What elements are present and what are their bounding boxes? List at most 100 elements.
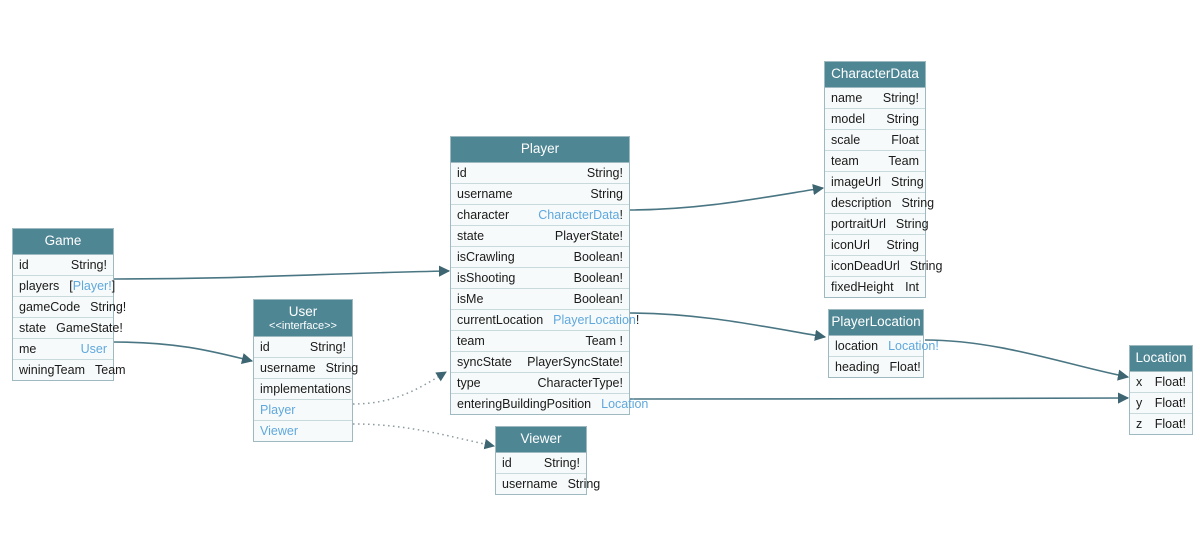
field-type: PlayerLocation! [543, 313, 639, 327]
table-row: username String [254, 357, 358, 379]
field-type-link[interactable]: Location [601, 396, 649, 411]
field-name: name [831, 90, 863, 105]
entity-location[interactable]: Location x Float! y Float! z Float! [1129, 345, 1193, 435]
edge-game-me-to-user [113, 341, 254, 365]
field-type: String! [309, 339, 346, 354]
field-type: Float [891, 132, 919, 147]
field-name: scale [831, 132, 861, 147]
table-row: state PlayerState! [451, 225, 629, 247]
field-name: x [1136, 374, 1143, 389]
edge-user-implements-player [352, 371, 447, 405]
field-type: CharacterData! [528, 208, 623, 222]
implementation-name[interactable]: Player [260, 402, 296, 417]
field-name: team [831, 153, 859, 168]
field-type: Boolean! [573, 249, 623, 264]
implementation-name[interactable]: Viewer [260, 423, 298, 438]
field-type: Int [905, 279, 919, 294]
field-type-link[interactable]: User [80, 341, 107, 356]
table-row: name String! [825, 87, 925, 109]
entity-player[interactable]: Player id String! username String charac… [450, 136, 648, 415]
field-type: Team [95, 362, 126, 377]
field-type: [Player!] [59, 279, 115, 293]
table-row: isShooting Boolean! [451, 267, 629, 289]
field-type: String [895, 216, 929, 231]
field-type-link[interactable]: Player! [72, 278, 112, 293]
table-row: heading Float! [829, 356, 923, 377]
field-name: winingTeam [19, 362, 86, 377]
implementations-header: implementations [254, 378, 352, 400]
field-type: PlayerState! [554, 228, 623, 243]
table-row: me User [13, 338, 113, 360]
field-type: String [886, 237, 919, 252]
entity-viewer[interactable]: Viewer id String! username String [495, 426, 600, 495]
field-name: location [835, 338, 879, 353]
entity-user[interactable]: User <<interface>> id String! username S… [253, 299, 358, 442]
field-name: y [1136, 395, 1143, 410]
table-row: gameCode String! [13, 296, 126, 318]
table-row: x Float! [1130, 371, 1192, 393]
entity-characterdata[interactable]: CharacterData name String! model String … [824, 61, 942, 298]
table-row: y Float! [1130, 392, 1192, 414]
field-type: Team ! [585, 333, 623, 348]
implementation-item-viewer[interactable]: Viewer [254, 420, 352, 441]
entity-game[interactable]: Game id String! players [Player!] gameCo… [12, 228, 126, 381]
table-row: isCrawling Boolean! [451, 246, 629, 268]
field-name: id [260, 339, 270, 354]
field-type: Float! [889, 359, 921, 374]
field-name: portraitUrl [831, 216, 886, 231]
field-type: String [909, 258, 943, 273]
field-type: String! [586, 165, 623, 180]
field-type: Boolean! [573, 270, 623, 285]
field-type: GameState! [56, 320, 123, 335]
field-name: currentLocation [457, 312, 544, 327]
field-type: Float! [1154, 416, 1186, 431]
field-name: me [19, 341, 37, 356]
table-row: imageUrl String [825, 171, 925, 193]
field-name: syncState [457, 354, 512, 369]
entity-playerlocation-title: PlayerLocation [829, 310, 923, 336]
table-row: iconDeadUrl String [825, 255, 942, 277]
bracket-open: [ [69, 278, 73, 293]
field-name: state [457, 228, 485, 243]
table-row: portraitUrl String [825, 213, 929, 235]
table-row: fixedHeight Int [825, 276, 925, 297]
table-row: username String [496, 473, 600, 494]
field-type-link[interactable]: PlayerLocation [553, 312, 636, 327]
field-name: id [457, 165, 467, 180]
field-type: PlayerSyncState! [527, 354, 623, 369]
table-row: players [Player!] [13, 275, 115, 297]
entity-user-name: User [288, 304, 318, 319]
entity-playerlocation[interactable]: PlayerLocation location Location! headin… [828, 309, 939, 378]
table-row: character CharacterData! [451, 204, 629, 226]
table-row: currentLocation PlayerLocation! [451, 309, 639, 331]
field-name: z [1136, 416, 1143, 431]
table-row: team Team ! [451, 330, 629, 352]
field-type-link[interactable]: CharacterData [538, 207, 620, 222]
field-name: isCrawling [457, 249, 515, 264]
field-name: id [19, 257, 29, 272]
field-name: username [260, 360, 316, 375]
table-row: id String! [13, 254, 113, 276]
field-name: isShooting [457, 270, 516, 285]
field-type: String! [882, 90, 919, 105]
field-type-link[interactable]: Location! [888, 338, 939, 353]
field-name: iconUrl [831, 237, 870, 252]
field-type: Boolean! [573, 291, 623, 306]
table-row: description String [825, 192, 934, 214]
field-name: username [457, 186, 513, 201]
entity-location-title: Location [1130, 346, 1192, 372]
field-name: username [502, 476, 558, 491]
entity-player-title: Player [451, 137, 629, 163]
implementation-item-player[interactable]: Player [254, 399, 352, 421]
entity-user-stereotype: <<interface>> [269, 319, 337, 332]
table-row: scale Float [825, 129, 925, 151]
field-name: model [831, 111, 866, 126]
non-null-marker: ! [635, 312, 640, 327]
entity-viewer-title: Viewer [496, 427, 586, 453]
field-name: imageUrl [831, 174, 882, 189]
field-type: Float! [1154, 374, 1186, 389]
table-row: type CharacterType! [451, 372, 629, 394]
table-row: id String! [254, 336, 352, 358]
field-type: String! [70, 257, 107, 272]
